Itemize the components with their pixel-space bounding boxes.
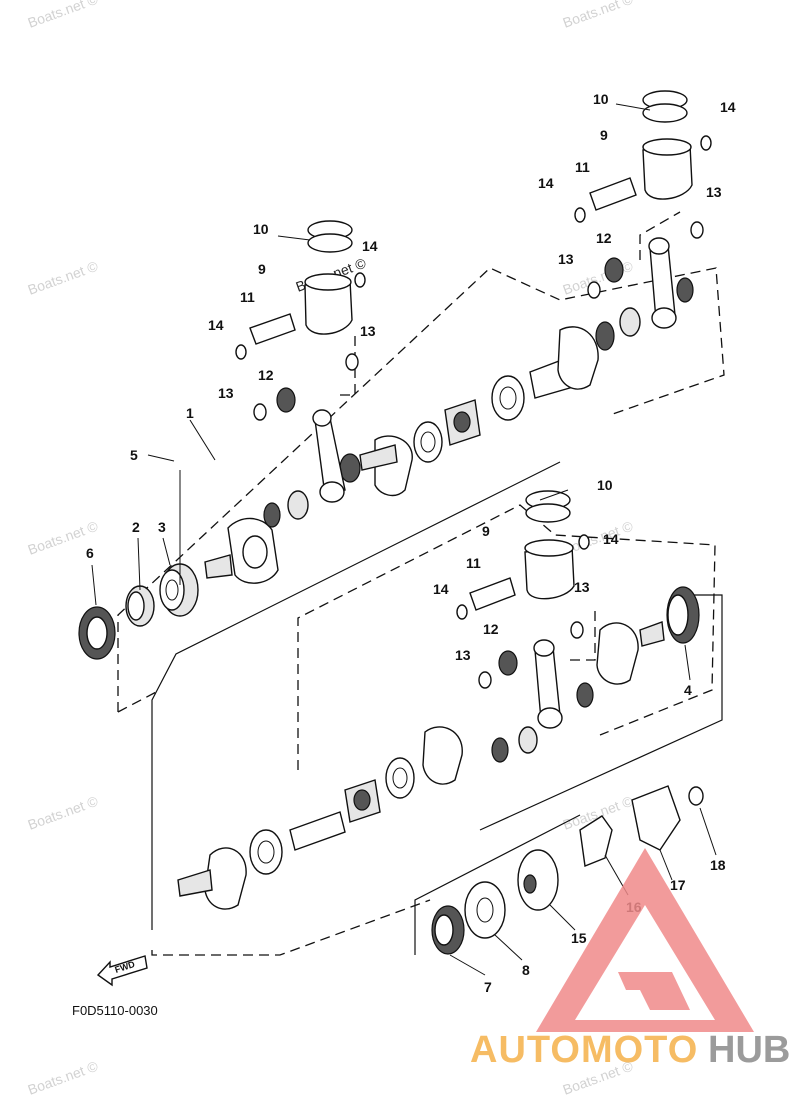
logo-text-hub: HUB: [708, 1029, 790, 1071]
label-14: 14: [720, 99, 736, 115]
label-11: 11: [240, 289, 255, 305]
label-11: 11: [466, 555, 481, 571]
watermark: Boats.net ©: [26, 0, 101, 31]
label-13: 13: [360, 323, 376, 339]
label-1: 1: [186, 405, 194, 421]
automotohub-logo: AUTOMOTO HUB: [470, 848, 790, 1071]
label-10: 10: [593, 91, 609, 107]
part-labels: 1 2 3 4 5 6 7 8 9 10 11 12 13 14 15 16 1…: [86, 91, 736, 995]
label-9: 9: [258, 261, 266, 277]
figure-code: F0D5110-0030: [72, 1003, 158, 1018]
piston-group-left: [235, 220, 366, 503]
front-seal-6: [78, 606, 116, 660]
label-12: 12: [258, 367, 274, 383]
watermark: Boats.net ©: [561, 0, 636, 31]
label-6: 6: [86, 545, 94, 561]
watermark: Boats.net ©: [26, 257, 101, 297]
label-14: 14: [208, 317, 224, 333]
label-13: 13: [706, 184, 722, 200]
label-8: 8: [522, 962, 530, 978]
label-9: 9: [600, 127, 608, 143]
label-14: 14: [362, 238, 378, 254]
label-12: 12: [596, 230, 612, 246]
crankshaft-lower: [177, 490, 700, 910]
label-5: 5: [130, 447, 138, 463]
assembly-outlines: [117, 211, 725, 956]
label-3: 3: [158, 519, 166, 535]
drive-group: [431, 785, 704, 955]
label-14: 14: [538, 175, 554, 191]
crankshaft-1: [204, 277, 694, 584]
logo-text-automoto: AUTOMOTO: [470, 1029, 698, 1071]
label-11: 11: [575, 159, 590, 175]
label-2: 2: [132, 519, 140, 535]
label-13: 13: [218, 385, 234, 401]
label-17: 17: [670, 877, 686, 893]
label-13: 13: [558, 251, 574, 267]
o-ring-2: [125, 585, 155, 627]
fwd-arrow: FWD: [96, 955, 148, 987]
label-14: 14: [433, 581, 449, 597]
label-10: 10: [597, 477, 613, 493]
label-10: 10: [253, 221, 269, 237]
watermark: Boats.net ©: [26, 792, 101, 832]
label-18: 18: [710, 857, 726, 873]
piston-group-right: [574, 90, 712, 329]
watermark: Boats.net ©: [26, 1057, 101, 1097]
label-4: 4: [684, 682, 692, 698]
label-14: 14: [603, 531, 619, 547]
label-9: 9: [482, 523, 490, 539]
label-13: 13: [455, 647, 471, 663]
label-7: 7: [484, 979, 492, 995]
label-12: 12: [483, 621, 499, 637]
label-15: 15: [571, 930, 587, 946]
label-13: 13: [574, 579, 590, 595]
bearing-3: [159, 563, 199, 617]
